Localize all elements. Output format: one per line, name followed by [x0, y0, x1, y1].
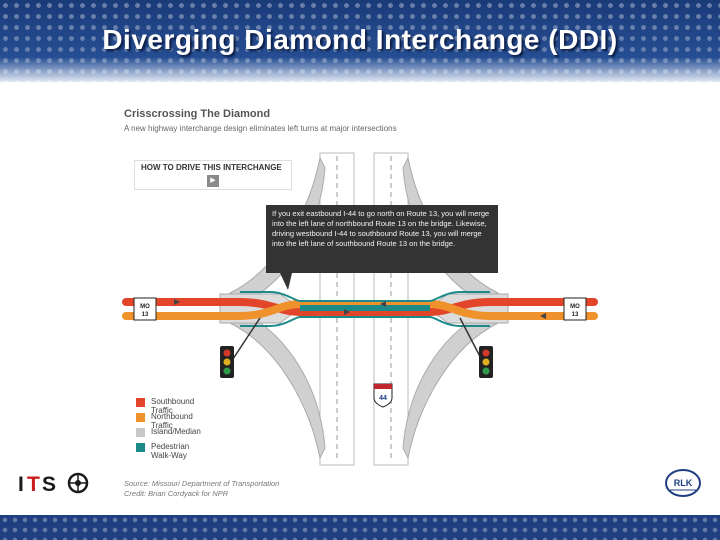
credit-line: Credit: Brian Cordyack for NPR — [124, 489, 229, 498]
route-13-shield-left: MO 13 — [133, 297, 157, 321]
interstate-44-shield: 44 — [373, 383, 393, 408]
traffic-light-left — [220, 317, 261, 378]
source-credit: Source: Missouri Department of Transport… — [124, 479, 279, 499]
northbound-lanes — [122, 300, 598, 320]
source-line: Source: Missouri Department of Transport… — [124, 479, 280, 488]
callout-pointer — [280, 273, 292, 290]
title-banner — [0, 0, 720, 82]
svg-text:13: 13 — [572, 312, 579, 318]
rlk-logo: RLK — [665, 469, 701, 497]
legend-label: Island/Median — [151, 427, 201, 436]
how-to-drive-label: HOW TO DRIVE THIS INTERCHANGE — [141, 163, 282, 172]
bridge-median — [300, 305, 430, 311]
legend-swatch-walkway — [136, 443, 145, 452]
how-to-drive-box: HOW TO DRIVE THIS INTERCHANGE ▶ — [134, 160, 292, 190]
traffic-light-right — [459, 317, 493, 378]
svg-text:T: T — [27, 473, 40, 495]
legend-label: Southbound Traffic — [151, 397, 195, 415]
legend-swatch-northbound — [136, 413, 145, 422]
svg-text:RLK: RLK — [674, 478, 693, 488]
footer-dot-pattern — [0, 515, 720, 540]
graphic-subheading: A new highway interchange design elimina… — [124, 124, 397, 133]
slide-title: Diverging Diamond Interchange (DDI) — [102, 24, 618, 55]
direction-arrows — [174, 299, 546, 319]
graphic-heading: Crisscrossing The Diamond — [124, 108, 271, 120]
svg-text:S: S — [42, 473, 56, 495]
legend-label: Pedestrian Walk-Way — [151, 442, 190, 460]
svg-text:44: 44 — [379, 395, 387, 402]
southbound-lanes — [122, 298, 598, 316]
legend-swatch-median — [136, 428, 145, 437]
footer-bar — [0, 503, 720, 540]
itso-logo: I T S — [18, 472, 89, 495]
route-13-shield-right: MO 13 — [563, 297, 587, 321]
legend-swatch-southbound — [136, 398, 145, 407]
legend-label: Northbound Traffic — [151, 412, 193, 430]
svg-text:MO: MO — [570, 304, 580, 310]
play-icon: ▶ — [207, 175, 219, 187]
banner-fade — [0, 0, 720, 82]
callout-box: If you exit eastbound I-44 to go north o… — [266, 205, 498, 273]
svg-text:I: I — [18, 473, 24, 495]
svg-text:MO: MO — [140, 304, 150, 310]
pedestrian-walkway — [240, 291, 490, 327]
svg-text:13: 13 — [142, 312, 149, 318]
